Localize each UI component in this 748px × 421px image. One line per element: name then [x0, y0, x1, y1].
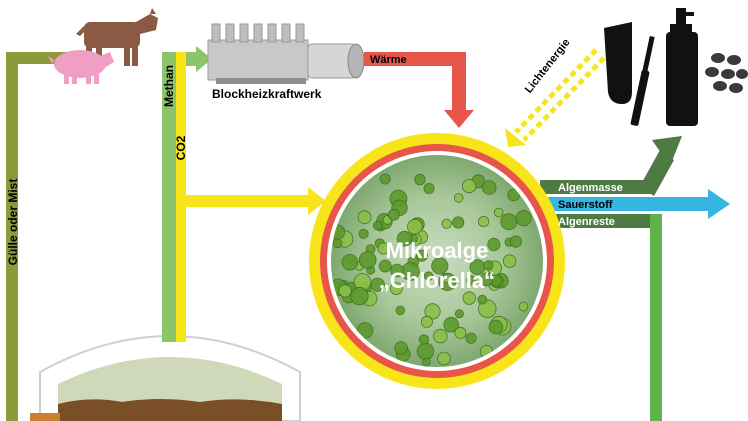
chlorella-cell — [377, 242, 390, 255]
chlorella-cell — [441, 273, 452, 284]
chlorella-cell — [424, 303, 441, 320]
chlorella-cell — [356, 322, 374, 339]
chlorella-cell — [423, 182, 435, 194]
chlorella-cell — [453, 193, 464, 203]
chlorella-cell — [416, 342, 435, 361]
chlorella-cell — [390, 263, 404, 278]
algae-cell — [309, 133, 565, 389]
chlorella-cell — [466, 275, 477, 286]
chlorella-cell — [370, 277, 385, 292]
chlorella-cell — [414, 173, 426, 186]
chlorella-cell — [341, 253, 359, 271]
coffee-beans-icon — [705, 53, 748, 93]
oxygen-label: Sauerstoff — [558, 199, 613, 211]
heat-flow-arrow — [364, 52, 474, 128]
chlorella-cell — [477, 294, 488, 305]
chlorella-cell — [358, 251, 377, 269]
chlorella-cell — [396, 230, 413, 247]
chlorella-cell — [418, 334, 429, 345]
methane-flow-arrow — [162, 46, 212, 342]
chlorella-cell — [332, 238, 343, 249]
chlorella-cell — [443, 316, 460, 333]
chlorella-cell — [441, 218, 452, 230]
chlorella-cell — [509, 235, 522, 248]
chlorella-cell — [515, 210, 532, 227]
alga-title-line2: „Chlorella“ — [379, 268, 495, 293]
chp-label: Blockheizkraftwerk — [212, 87, 322, 101]
chlorella-cell — [461, 179, 477, 194]
cosmetics-icon — [604, 8, 698, 126]
engine-icon — [207, 23, 365, 84]
chlorella-cell — [487, 237, 501, 252]
chlorella-cell — [407, 218, 423, 235]
methane-label: Methan — [162, 65, 176, 107]
chlorella-cell — [389, 282, 403, 296]
chlorella-cell — [395, 305, 406, 316]
heat-label: Wärme — [370, 54, 407, 66]
digester-tank — [30, 335, 301, 421]
light-energy-arrow — [505, 48, 606, 147]
co2-flow-arrow — [176, 52, 326, 342]
pig-icon — [48, 50, 114, 84]
chlorella-cell — [387, 208, 400, 221]
light-energy-label: Lichtenergie — [523, 37, 573, 96]
chlorella-cell — [338, 284, 352, 298]
chlorella-cell — [372, 220, 383, 231]
chlorella-cell — [415, 249, 428, 262]
chlorella-cell — [350, 286, 369, 306]
chlorella-cell — [378, 259, 392, 273]
chlorella-cell — [420, 315, 433, 328]
manure-label: Gülle oder Mist — [6, 179, 20, 266]
chlorella-cell — [394, 341, 408, 355]
biomass-flow-arrow — [540, 136, 682, 196]
chlorella-cells — [331, 173, 532, 367]
chlorella-cell — [421, 357, 431, 367]
chlorella-cell — [518, 301, 529, 312]
oxygen-flow-arrow — [540, 189, 730, 219]
chlorella-cell — [379, 173, 391, 185]
alga-title-line1: Mikroalge — [386, 238, 489, 263]
chlorella-cell — [483, 260, 494, 271]
manure-flow-arrow — [6, 52, 70, 421]
chlorella-cell — [462, 291, 477, 305]
chlorella-cell — [357, 210, 372, 225]
co2-label: CO2 — [174, 135, 188, 160]
chlorella-cell — [454, 309, 464, 319]
chlorella-cell — [358, 228, 369, 239]
chlorella-cell — [423, 271, 434, 281]
chlorella-cell — [481, 180, 497, 195]
chlorella-cell — [465, 332, 477, 344]
chlorella-cell — [488, 319, 504, 335]
chlorella-cell — [502, 254, 517, 268]
chlorella-cell — [493, 207, 504, 218]
chlorella-cell — [479, 272, 494, 287]
chlorella-cell — [437, 351, 451, 366]
chlorella-cell — [452, 216, 465, 229]
chlorella-cell — [507, 188, 521, 202]
biomass-label: Algenmasse — [558, 182, 623, 194]
chlorella-cell — [454, 326, 467, 339]
chlorella-cell — [500, 213, 518, 231]
chlorella-cell — [433, 328, 448, 344]
residue-flow-arrow — [540, 214, 662, 421]
residue-label: Algenreste — [558, 216, 615, 228]
chlorella-cell — [431, 257, 449, 275]
chlorella-cell — [477, 216, 490, 228]
